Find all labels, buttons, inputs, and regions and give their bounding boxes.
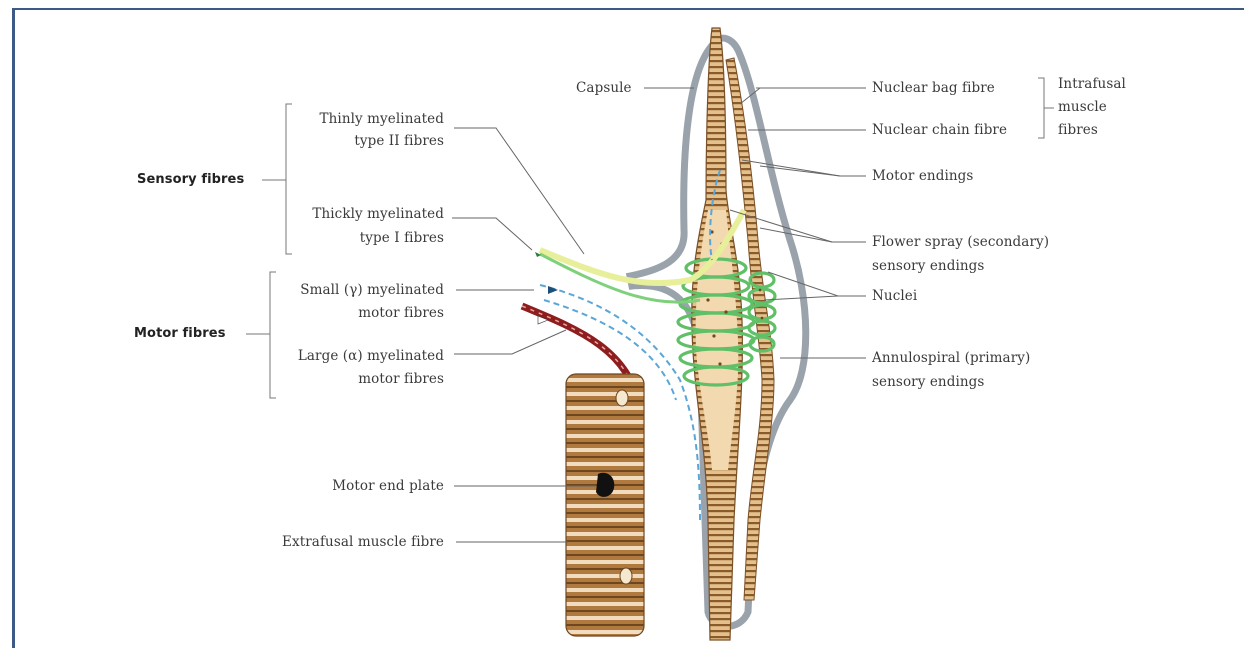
- large-myelinated-label-2: motor fibres: [358, 369, 444, 389]
- thickly-myelinated-label-1: Thickly myelinated: [312, 204, 444, 224]
- flower-spray-label-1: Flower spray (secondary): [872, 232, 1049, 252]
- intrafusal-label-1: Intrafusal: [1058, 74, 1126, 94]
- annulospiral-label-2: sensory endings: [872, 372, 984, 392]
- capsule-label: Capsule: [576, 78, 632, 98]
- small-myelinated-label-2: motor fibres: [358, 303, 444, 323]
- large-myelinated-label-1: Large (α) myelinated: [298, 346, 444, 366]
- thickly-myelinated-label-2: type I fibres: [360, 228, 444, 248]
- motor-endings-label: Motor endings: [872, 166, 973, 186]
- intrafusal-label-3: fibres: [1058, 120, 1098, 140]
- small-myelinated-label-1: Small (γ) myelinated: [300, 280, 444, 300]
- extrafusal-nucleus: [620, 568, 632, 584]
- gamma-arrowhead: [548, 286, 558, 294]
- nuclear-bag-fibre-label: Nuclear bag fibre: [872, 78, 995, 98]
- flower-spray-label-2: sensory endings: [872, 256, 984, 276]
- extrafusal-muscle-fibre-label: Extrafusal muscle fibre: [282, 532, 444, 552]
- annulospiral-label-1: Annulospiral (primary): [872, 348, 1030, 368]
- sensory-fibres-label: Sensory fibres: [137, 170, 244, 190]
- motor-end-plate-label: Motor end plate: [332, 476, 444, 496]
- nuclei-label: Nuclei: [872, 286, 917, 306]
- extrafusal-muscle-fibre: [566, 374, 644, 636]
- motor-fibres-label: Motor fibres: [134, 324, 226, 344]
- thinly-myelinated-label-2: type II fibres: [354, 131, 444, 151]
- thinly-myelinated-label-1: Thinly myelinated: [320, 109, 445, 129]
- intrafusal-label-2: muscle: [1058, 97, 1107, 117]
- nuclear-chain-fibre-label: Nuclear chain fibre: [872, 120, 1007, 140]
- extrafusal-nucleus: [616, 390, 628, 406]
